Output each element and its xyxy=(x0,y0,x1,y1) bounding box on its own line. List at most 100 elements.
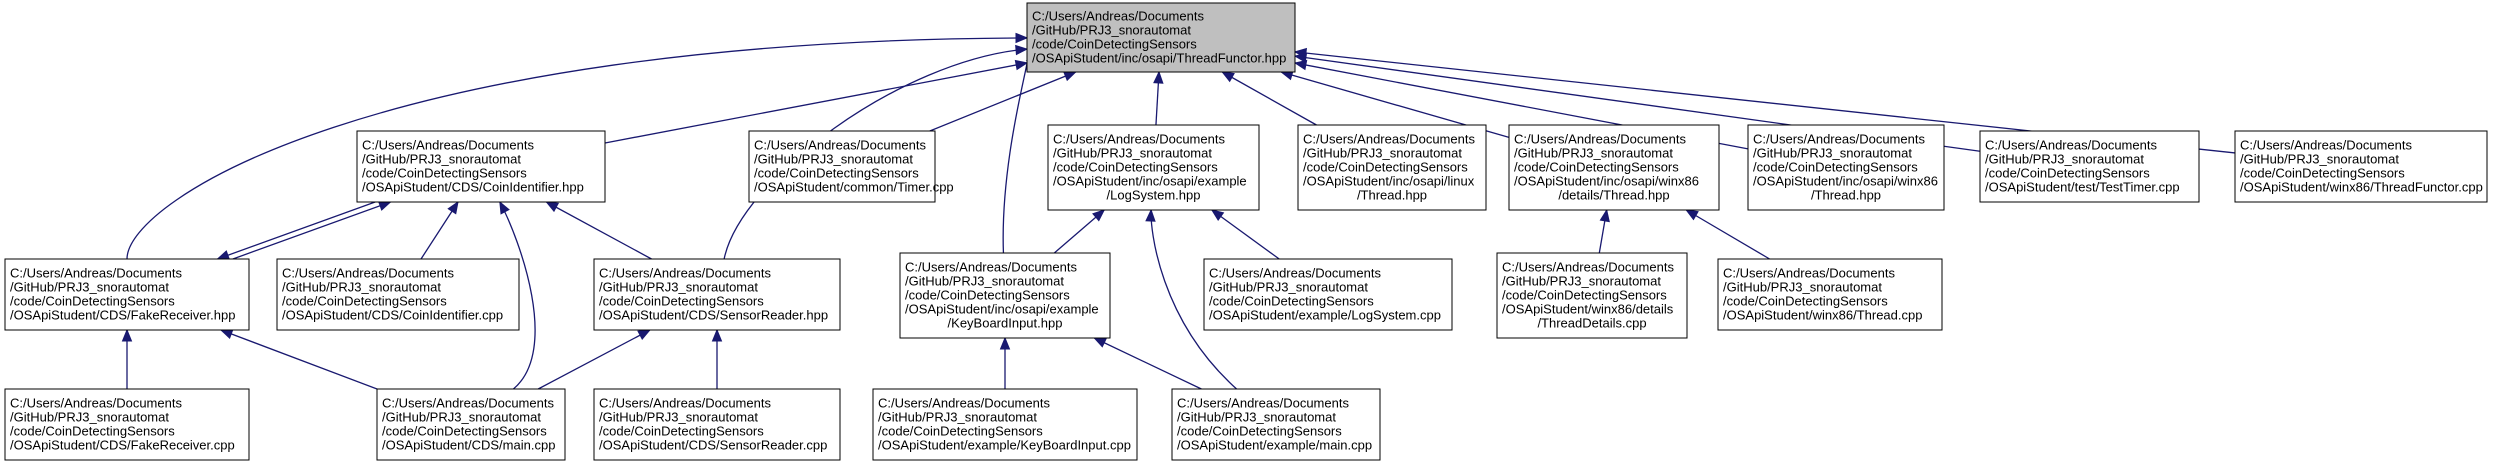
node-winx86-thread-cpp[interactable]: C:/Users/Andreas/Documents/GitHub/PRJ3_s… xyxy=(1717,258,1943,331)
node-label-line: /GitHub/PRJ3_snorautomat xyxy=(905,274,1064,289)
node-fakereceiver-hpp[interactable]: C:/Users/Andreas/Documents/GitHub/PRJ3_s… xyxy=(4,258,250,331)
edge-line xyxy=(546,201,652,260)
node-box xyxy=(276,258,520,331)
node-box xyxy=(1717,258,1943,331)
edge-cds-main-cpp-to-coinidentifier-hpp xyxy=(499,200,536,390)
arrowhead xyxy=(1685,209,1699,221)
node-label-line: /GitHub/PRJ3_snorautomat xyxy=(1209,280,1368,295)
node-box xyxy=(1747,124,1945,211)
node-label-line: C:/Users/Andreas/Documents xyxy=(1753,132,1925,147)
node-label-line: /code/CoinDetectingSensors xyxy=(1032,37,1197,52)
edge-coinidentifier-cpp-to-coinidentifier-hpp xyxy=(420,200,459,260)
edge-coinidentifier-hpp-to-fakereceiver-hpp xyxy=(216,201,376,261)
node-label-line: C:/Users/Andreas/Documents xyxy=(382,396,554,411)
edge-example-logsystem-hpp-to-threadfunctor-hpp xyxy=(1153,70,1164,126)
arrowhead xyxy=(1293,59,1308,71)
arrowhead xyxy=(377,200,392,211)
arrowhead xyxy=(1599,208,1610,223)
edge-line xyxy=(604,62,1028,144)
node-example-logsystem-cpp[interactable]: C:/Users/Andreas/Documents/GitHub/PRJ3_s… xyxy=(1203,258,1453,331)
node-label-line: /code/CoinDetectingSensors xyxy=(599,294,764,309)
edge-line xyxy=(220,329,378,390)
node-label-line: C:/Users/Andreas/Documents xyxy=(905,260,1077,275)
arrowhead xyxy=(447,200,459,215)
node-label-line: /code/CoinDetectingSensors xyxy=(754,166,919,181)
node-box xyxy=(356,130,606,203)
node-timer-cpp[interactable]: C:/Users/Andreas/Documents/GitHub/PRJ3_s… xyxy=(748,130,954,203)
node-label-line: /GitHub/PRJ3_snorautomat xyxy=(1753,146,1912,161)
arrowhead xyxy=(711,328,723,342)
node-label-line: C:/Users/Andreas/Documents xyxy=(1303,132,1475,147)
node-coinidentifier-cpp[interactable]: C:/Users/Andreas/Documents/GitHub/PRJ3_s… xyxy=(276,258,520,331)
node-label-line: /OSApiStudent/inc/osapi/example xyxy=(1053,174,1247,189)
node-box xyxy=(1496,252,1688,339)
node-label-line: /code/CoinDetectingSensors xyxy=(10,294,175,309)
node-cds-main-cpp[interactable]: C:/Users/Andreas/Documents/GitHub/PRJ3_s… xyxy=(376,388,566,461)
node-box xyxy=(1171,388,1381,461)
node-box xyxy=(748,130,936,203)
node-label-line: C:/Users/Andreas/Documents xyxy=(2240,138,2412,153)
node-label-line: /code/CoinDetectingSensors xyxy=(1053,160,1218,175)
node-winx86-details-thread-hpp[interactable]: C:/Users/Andreas/Documents/GitHub/PRJ3_s… xyxy=(1508,124,1720,211)
node-label-line: /GitHub/PRJ3_snorautomat xyxy=(754,152,913,167)
node-box xyxy=(1979,130,2200,203)
node-example-logsystem-hpp[interactable]: C:/Users/Andreas/Documents/GitHub/PRJ3_s… xyxy=(1047,124,1260,211)
node-label-line: C:/Users/Andreas/Documents xyxy=(1032,9,1204,24)
node-label-line: /OSApiStudent/winx86/details xyxy=(1502,302,1674,317)
node-keyboardinput-cpp[interactable]: C:/Users/Andreas/Documents/GitHub/PRJ3_s… xyxy=(872,388,1138,461)
edge-winx86-thread-cpp-to-winx86-details-thread-hpp xyxy=(1685,209,1770,260)
edge-line xyxy=(232,201,391,260)
node-label-line: /GitHub/PRJ3_snorautomat xyxy=(1177,410,1336,425)
node-label-line: /code/CoinDetectingSensors xyxy=(282,294,447,309)
edge-line xyxy=(1002,59,1028,254)
node-label-line: /code/CoinDetectingSensors xyxy=(1514,160,1679,175)
node-example-main-cpp[interactable]: C:/Users/Andreas/Documents/GitHub/PRJ3_s… xyxy=(1171,388,1381,461)
node-coinidentifier-hpp[interactable]: C:/Users/Andreas/Documents/GitHub/PRJ3_s… xyxy=(356,130,606,203)
node-label-line: /OSApiStudent/inc/osapi/winx86 xyxy=(1514,174,1699,189)
node-fakereceiver-cpp[interactable]: C:/Users/Andreas/Documents/GitHub/PRJ3_s… xyxy=(4,388,250,461)
edge-fakereceiver-cpp-to-fakereceiver-hpp xyxy=(121,328,133,389)
node-label-line: C:/Users/Andreas/Documents xyxy=(754,138,926,153)
node-label-line: /OSApiStudent/example/main.cpp xyxy=(1177,438,1372,453)
node-label-line: /OSApiStudent/CDS/FakeReceiver.cpp xyxy=(10,438,235,453)
node-label-line: /code/CoinDetectingSensors xyxy=(1723,294,1888,309)
edge-line xyxy=(723,48,1028,260)
node-label-line: /OSApiStudent/winx86/ThreadFunctor.cpp xyxy=(2240,180,2483,195)
node-box xyxy=(4,388,250,461)
node-box xyxy=(1297,124,1487,211)
arrowhead xyxy=(1145,208,1156,222)
node-box xyxy=(1026,2,1296,73)
edge-line xyxy=(126,37,1028,260)
node-label-line: C:/Users/Andreas/Documents xyxy=(1514,132,1686,147)
node-winx86-thread-hpp[interactable]: C:/Users/Andreas/Documents/GitHub/PRJ3_s… xyxy=(1747,124,1945,211)
node-label-line: C:/Users/Andreas/Documents xyxy=(282,266,454,281)
edge-line xyxy=(1094,337,1202,390)
node-keyboardinput-hpp[interactable]: C:/Users/Andreas/Documents/GitHub/PRJ3_s… xyxy=(899,252,1111,339)
arrowhead xyxy=(1221,71,1235,83)
node-linux-thread-hpp[interactable]: C:/Users/Andreas/Documents/GitHub/PRJ3_s… xyxy=(1297,124,1487,211)
edge-cds-main-cpp-to-fakereceiver-hpp xyxy=(219,329,378,390)
node-label-line: /OSApiStudent/example/LogSystem.cpp xyxy=(1209,308,1441,323)
node-threadfunctor-cpp[interactable]: C:/Users/Andreas/Documents/GitHub/PRJ3_s… xyxy=(2234,130,2488,203)
node-label-line: /ThreadDetails.cpp xyxy=(1537,316,1646,331)
edge-keyboardinput-hpp-to-example-logsystem-hpp xyxy=(1053,209,1106,254)
node-label-line: /code/CoinDetectingSensors xyxy=(1985,166,2150,181)
arrowhead xyxy=(1293,47,1307,59)
node-label-line: C:/Users/Andreas/Documents xyxy=(362,138,534,153)
node-threaddetails-cpp[interactable]: C:/Users/Andreas/Documents/GitHub/PRJ3_s… xyxy=(1496,252,1688,339)
node-box xyxy=(899,252,1111,339)
node-sensorreader-cpp[interactable]: C:/Users/Andreas/Documents/GitHub/PRJ3_s… xyxy=(593,388,841,461)
edge-line xyxy=(217,201,376,260)
node-label-line: /Thread.hpp xyxy=(1357,188,1427,203)
edge-line xyxy=(929,71,1076,132)
edge-sensorreader-cpp-to-sensorreader-hpp xyxy=(711,328,723,389)
edge-sensorreader-hpp-to-coinidentifier-hpp xyxy=(545,201,652,260)
node-threadfunctor-hpp[interactable]: C:/Users/Andreas/Documents/GitHub/PRJ3_s… xyxy=(1026,2,1296,73)
arrowhead xyxy=(219,329,234,339)
node-label-line: /OSApiStudent/common/Timer.cpp xyxy=(754,180,954,195)
node-label-line: /GitHub/PRJ3_snorautomat xyxy=(1514,146,1673,161)
node-testtimer-cpp[interactable]: C:/Users/Andreas/Documents/GitHub/PRJ3_s… xyxy=(1979,130,2200,203)
node-label-line: /OSApiStudent/CDS/CoinIdentifier.cpp xyxy=(282,308,503,323)
arrowhead xyxy=(1210,209,1225,222)
node-sensorreader-hpp[interactable]: C:/Users/Andreas/Documents/GitHub/PRJ3_s… xyxy=(593,258,841,331)
